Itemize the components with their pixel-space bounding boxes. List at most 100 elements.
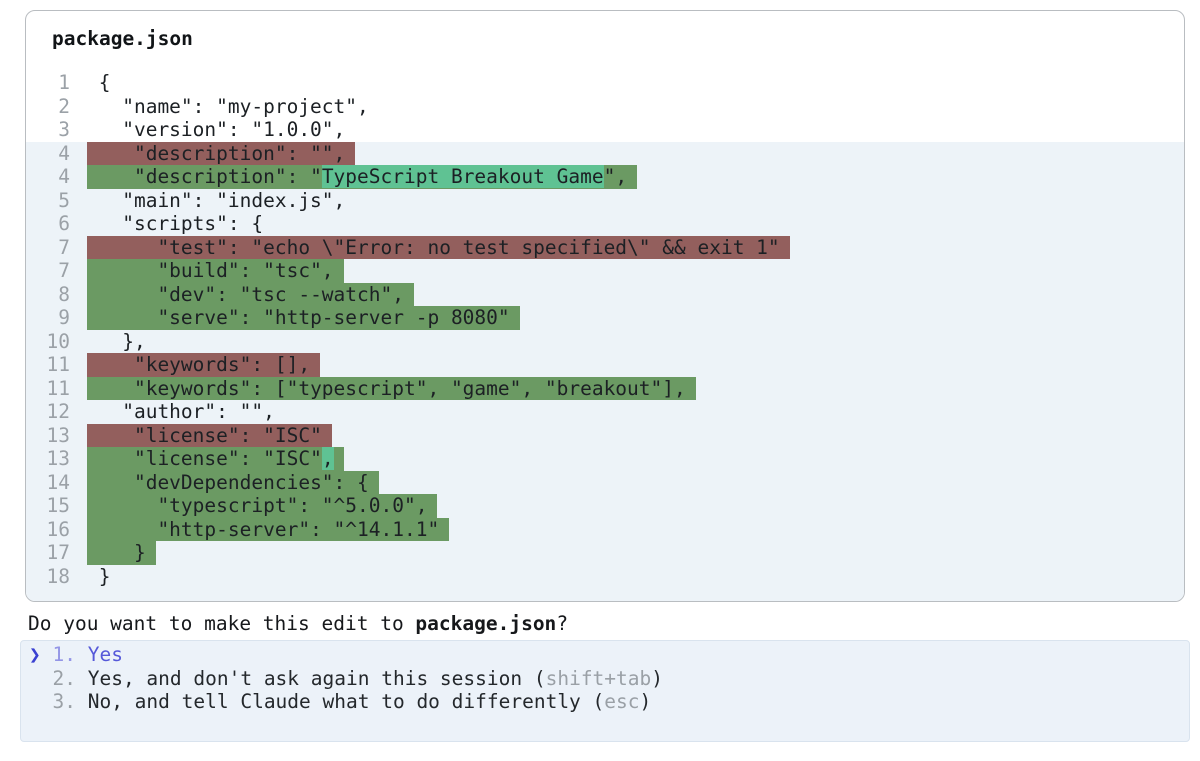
line-content: "typescript": "^5.0.0", xyxy=(87,494,438,518)
line-content: "description": "TypeScript Breakout Game… xyxy=(87,165,638,189)
option-1-selected[interactable]: ❯ 1. Yes xyxy=(29,643,1189,667)
edit-confirmation-question: Do you want to make this edit to package… xyxy=(28,612,568,636)
word-diff-highlight: TypeScript Breakout Game xyxy=(321,165,604,188)
diff-bottom-filler xyxy=(26,588,1184,601)
diff-line-added: 7 "build": "tsc", xyxy=(26,259,1184,283)
line-content: "name": "my-project", xyxy=(87,94,369,118)
removed-highlight: "description": "", xyxy=(87,141,356,165)
added-highlight: "serve": "http-server -p 8080" xyxy=(87,306,520,330)
added-highlight: "build": "tsc", xyxy=(87,259,344,283)
line-number: 1 xyxy=(58,71,70,94)
question-prefix: Do you want to make this edit to xyxy=(28,612,416,635)
option-number: 1. xyxy=(52,643,88,666)
diff-lines: 1 {2 "name": "my-project",3 "version": "… xyxy=(26,71,1184,588)
line-number: 18 xyxy=(46,564,70,588)
line-content: } xyxy=(87,541,156,565)
option-label: ) xyxy=(651,666,664,690)
line-number: 12 xyxy=(46,400,70,423)
added-highlight: "description": "TypeScript Breakout Game… xyxy=(87,165,638,189)
line-content: } xyxy=(87,564,111,588)
added-highlight: "keywords": ["typescript", "game", "brea… xyxy=(87,376,696,400)
line-number: 17 xyxy=(46,541,70,564)
line-content: "serve": "http-server -p 8080" xyxy=(87,306,520,330)
line-content: "license": "ISC", xyxy=(87,447,344,471)
line-content: "keywords": [], xyxy=(87,353,321,377)
diff-line-removed: 13 "license": "ISC" xyxy=(26,423,1184,447)
line-content: "scripts": { xyxy=(87,212,264,235)
line-number: 7 xyxy=(58,259,70,282)
line-number: 16 xyxy=(46,517,70,541)
diff-line-added: 8 "dev": "tsc --watch", xyxy=(26,282,1184,306)
added-highlight: "typescript": "^5.0.0", xyxy=(87,494,438,518)
line-number: 3 xyxy=(58,118,70,141)
line-content: { xyxy=(87,71,111,94)
option-label: Yes xyxy=(87,643,123,666)
line-content: "dev": "tsc --watch", xyxy=(87,282,414,306)
line-content: "author": "", xyxy=(87,400,275,423)
diff-line-added: 9 "serve": "http-server -p 8080" xyxy=(26,306,1184,330)
option-number: 2. xyxy=(52,666,88,690)
keyboard-shortcut-hint: shift+tab xyxy=(545,666,652,690)
line-content: "license": "ISC" xyxy=(87,423,332,447)
line-content: "description": "", xyxy=(87,141,356,165)
diff-line-ctx: 18 } xyxy=(26,564,1184,588)
line-number: 2 xyxy=(58,94,70,118)
marker-spacer xyxy=(29,667,52,690)
diff-line-added: 15 "typescript": "^5.0.0", xyxy=(26,494,1184,518)
line-number: 4 xyxy=(58,141,70,165)
line-number: 7 xyxy=(58,235,70,259)
diff-line-added: 14 "devDependencies": { xyxy=(26,470,1184,494)
option-number: 3. xyxy=(52,690,88,713)
marker-spacer xyxy=(29,690,52,713)
diff-line-ctx: 12 "author": "", xyxy=(26,400,1184,424)
selected-arrow-icon: ❯ xyxy=(29,643,53,666)
diff-line-removed: 4 "description": "", xyxy=(26,141,1184,165)
added-highlight: "http-server": "^14.1.1" xyxy=(87,517,450,541)
option-3[interactable]: 3. No, and tell Claude what to do differ… xyxy=(29,690,1189,714)
word-diff-highlight: , xyxy=(321,447,334,470)
line-number: 15 xyxy=(46,494,70,517)
line-content: "devDependencies": { xyxy=(87,470,379,494)
diff-line-ctx: 10 }, xyxy=(26,329,1184,353)
keyboard-shortcut-hint: esc xyxy=(604,690,640,713)
removed-highlight: "keywords": [], xyxy=(87,353,321,377)
option-label: ) xyxy=(639,690,652,713)
added-highlight: "license": "ISC", xyxy=(87,447,344,471)
line-number: 8 xyxy=(58,282,70,306)
diff-line-ctx: 1 { xyxy=(26,71,1184,95)
diff-line-added: 17 } xyxy=(26,541,1184,565)
added-highlight: "dev": "tsc --watch", xyxy=(87,282,414,306)
diff-code-block: 1 {2 "name": "my-project",3 "version": "… xyxy=(26,71,1184,601)
added-highlight: "devDependencies": { xyxy=(87,470,379,494)
diff-line-added: 11 "keywords": ["typescript", "game", "b… xyxy=(26,376,1184,400)
line-content: "test": "echo \"Error: no test specified… xyxy=(87,235,790,259)
diff-line-ctx: 6 "scripts": { xyxy=(26,212,1184,236)
removed-highlight: "test": "echo \"Error: no test specified… xyxy=(87,235,790,259)
line-number: 14 xyxy=(46,470,70,494)
diff-line-added: 4 "description": "TypeScript Breakout Ga… xyxy=(26,165,1184,189)
line-number: 13 xyxy=(46,447,70,470)
diff-line-ctx: 5 "main": "index.js", xyxy=(26,188,1184,212)
removed-highlight: "license": "ISC" xyxy=(87,423,332,447)
line-content: "keywords": ["typescript", "game", "brea… xyxy=(87,376,696,400)
option-label: Yes, and don't ask again this session ( xyxy=(87,666,546,690)
diff-line-ctx: 2 "name": "my-project", xyxy=(26,94,1184,118)
file-title: package.json xyxy=(52,27,193,50)
diff-line-removed: 7 "test": "echo \"Error: no test specifi… xyxy=(26,235,1184,259)
line-number: 4 xyxy=(58,165,70,188)
line-number: 11 xyxy=(46,353,70,376)
line-number: 10 xyxy=(46,329,70,353)
line-number: 5 xyxy=(58,188,70,212)
option-2[interactable]: 2. Yes, and don't ask again this session… xyxy=(29,667,1189,691)
confirmation-options-menu: ❯ 1. Yes 2. Yes, and don't ask again thi… xyxy=(20,640,1190,742)
line-number: 11 xyxy=(46,376,70,400)
line-number: 6 xyxy=(58,212,70,235)
line-content: "http-server": "^14.1.1" xyxy=(87,517,450,541)
line-content: "version": "1.0.0", xyxy=(87,118,346,141)
diff-line-added: 16 "http-server": "^14.1.1" xyxy=(26,517,1184,541)
diff-line-ctx: 3 "version": "1.0.0", xyxy=(26,118,1184,142)
added-highlight: } xyxy=(87,541,156,565)
diff-line-removed: 11 "keywords": [], xyxy=(26,353,1184,377)
line-content: "build": "tsc", xyxy=(87,259,344,283)
diff-line-added: 13 "license": "ISC", xyxy=(26,447,1184,471)
